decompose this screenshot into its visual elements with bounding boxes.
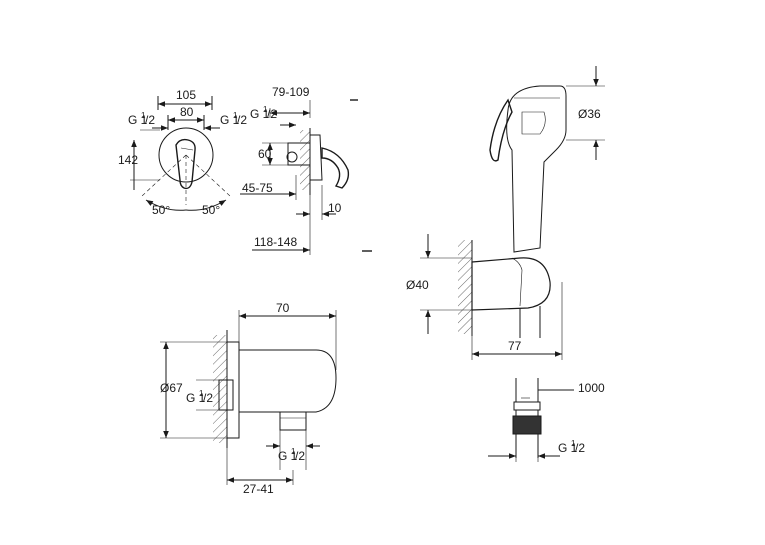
outlet-bottom-thread-label: G 1 [278, 449, 298, 463]
dim-60-label: 60 [258, 147, 272, 161]
side-thread-frac: /2 [267, 107, 277, 121]
outlet-body [238, 349, 337, 413]
dim-80-label: 80 [180, 105, 194, 119]
thread-left-label: G 1 [128, 113, 148, 127]
outlet-side-thread-numerator: 1 [199, 389, 204, 398]
dim-105-label: 105 [176, 88, 196, 102]
dim-36-label: Ø36 [578, 107, 601, 121]
wall-outlet-view: 70 Ø67 G 1 1 /2 G 1 1 /2 27-41 [160, 301, 337, 496]
hose-thread-frac: /2 [575, 441, 585, 455]
dim-77-label: 77 [508, 339, 522, 353]
side-thread-numerator: 1 [263, 105, 268, 114]
dim-70-label: 70 [276, 301, 290, 315]
dim-79-109-label: 79-109 [272, 85, 310, 99]
outlet-bottom-thread-numerator: 1 [291, 447, 296, 456]
outlet-bottom-thread-frac: /2 [295, 449, 305, 463]
hand-shower-view: Ø36 Ø40 77 [406, 66, 605, 360]
thread-left-frac: /2 [145, 113, 155, 127]
hose-thread-numerator: 1 [571, 439, 576, 448]
valve-side-view: 79-109 G 1 1 /2 60 45-75 10 118-148 [240, 85, 372, 255]
hose-thread-label: G 1 [558, 441, 578, 455]
valve-front-view: 105 80 G 1 1 /2 G 1 1 /2 142 50° 50° [118, 88, 247, 217]
side-thread-label: G 1 [250, 107, 270, 121]
angle-left-label: 50° [152, 203, 170, 217]
thread-left-numerator: 1 [141, 111, 146, 120]
dim-67-label: Ø67 [160, 381, 183, 395]
dim-45-75-label: 45-75 [242, 181, 273, 195]
shower-head [506, 85, 567, 253]
dim-27-41-label: 27-41 [243, 482, 274, 496]
hose-nut [512, 415, 542, 435]
valve-side-lever [321, 147, 350, 189]
dim-10-label: 10 [328, 201, 342, 215]
thread-right-label: G 1 [220, 113, 240, 127]
dim-1000-label: 1000 [578, 381, 605, 395]
thread-right-frac: /2 [237, 113, 247, 127]
hose-view: 1000 G 1 1 /2 [488, 378, 605, 462]
dim-40-label: Ø40 [406, 278, 429, 292]
outlet-side-thread-frac: /2 [203, 391, 213, 405]
thread-right-numerator: 1 [233, 111, 238, 120]
dim-118-148-label: 118-148 [254, 235, 297, 249]
dim-142-label: 142 [118, 153, 138, 167]
outlet-side-thread-label: G 1 [186, 391, 206, 405]
shower-holder [471, 257, 551, 311]
valve-lever [175, 138, 196, 190]
angle-right-label: 50° [202, 203, 220, 217]
shower-trigger [489, 98, 513, 162]
valve-rosette [158, 127, 214, 183]
